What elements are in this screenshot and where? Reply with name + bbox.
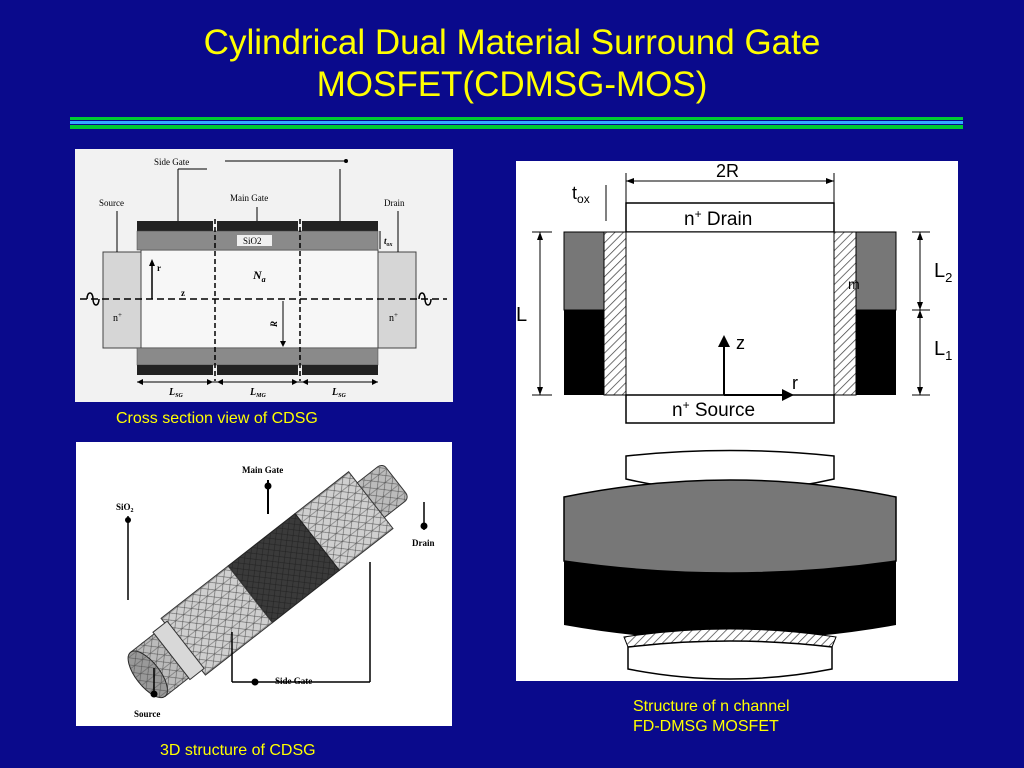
bottom-cap [627,640,833,680]
cross-section-diagram: SiO2 Side Gate Main Gate Source Drain to… [75,149,453,402]
slide-title: Cylindrical Dual Material Surround Gate … [0,22,1024,106]
source-label: Source [99,198,124,208]
3d-side-gate-label: Side Gate [275,676,312,686]
side-gate-left-bottom [137,365,213,375]
drain-contact [625,202,835,233]
l-mg-label: LMG [249,387,266,399]
r-axis-head [149,259,155,266]
structure-3d-diagram: Main Gate SiO2 Drain Side Gate Source [76,442,452,726]
drain-text: n+ Drain [684,207,752,230]
n-channel-caption: Structure of n channel FD-DMSG MOSFET [633,697,790,737]
title-line-2: MOSFET(CDMSG-MOS) [316,65,708,104]
two-r-label: 2R [716,161,739,181]
z-axis-label: z [181,288,185,298]
drain-label: Drain [384,198,405,208]
cylinder-3d [127,465,408,699]
oxide-label-box [237,235,272,246]
n-channel-caption-line-2: FD-DMSG MOSFET [633,718,779,735]
radius-label: R [269,321,279,328]
source-text: n+ Source [672,398,755,421]
gate1-right [856,310,896,395]
side-gate-right-top [302,221,378,231]
m-label: m [848,276,860,292]
side-gate-dot [344,159,348,163]
l2-label: L2 [934,260,952,285]
title-rule-bottom [70,125,963,129]
l1-label: L1 [934,338,952,363]
upper-gate-ring [563,479,897,574]
doping-label: Na [252,268,266,284]
n-channel-svg: 2R tox n+ Drain m n+ Source L [516,161,952,680]
z-label: z [736,333,745,353]
r-axis-label: r [157,263,161,273]
axis-end-left [86,292,100,306]
gate1-left [564,310,604,395]
source-n-plus: n+ [113,311,122,324]
main-gate-label: Main Gate [230,193,268,203]
cross-section-caption: Cross section view of CDSG [116,410,318,427]
3d-sio2-label: SiO2 [116,502,134,514]
structure-3d-svg: Main Gate SiO2 Drain Side Gate Source [116,465,435,719]
channel-region [625,231,835,396]
3d-main-gate-label: Main Gate [242,465,283,475]
r-label: r [792,373,798,393]
side-gate-right-bottom [302,365,378,375]
gate2-left [563,231,605,311]
title-rule-top [70,117,963,120]
drain-n-plus: n+ [389,311,398,324]
l-sg-right-label: LSG [331,387,346,399]
l-sg-left-label: LSG [168,387,183,399]
title-line-1: Cylindrical Dual Material Surround Gate [203,23,821,62]
structure-3d-caption: 3D structure of CDSG [160,742,316,759]
l-label: L [516,304,527,326]
n-channel-structure-diagram: 2R tox n+ Drain m n+ Source L [516,161,958,681]
side-gate-label: Side Gate [154,157,189,167]
oxide-label: SiO2 [243,236,262,246]
3d-source-label: Source [134,709,160,719]
3d-drain-label: Drain [412,538,435,548]
cross-section-svg: SiO2 Side Gate Main Gate Source Drain to… [80,157,447,399]
axis-end-right [418,292,432,306]
main-gate-top [217,221,298,231]
title-rule-middle [70,121,963,124]
oxide-bottom [136,347,379,366]
tox-label-right: tox [572,183,590,206]
side-gate-left-top [137,221,213,231]
radius-arrow-head [280,341,286,347]
main-gate-bottom [217,365,298,375]
tox-label: tox [384,236,393,248]
oxide-left [603,231,627,396]
n-channel-caption-line-1: Structure of n channel [633,698,790,715]
lower-gate-ring [564,561,896,640]
gate2-right [855,231,897,311]
drain-region [377,251,417,349]
source-region [102,251,142,349]
oxide-right [833,231,857,396]
